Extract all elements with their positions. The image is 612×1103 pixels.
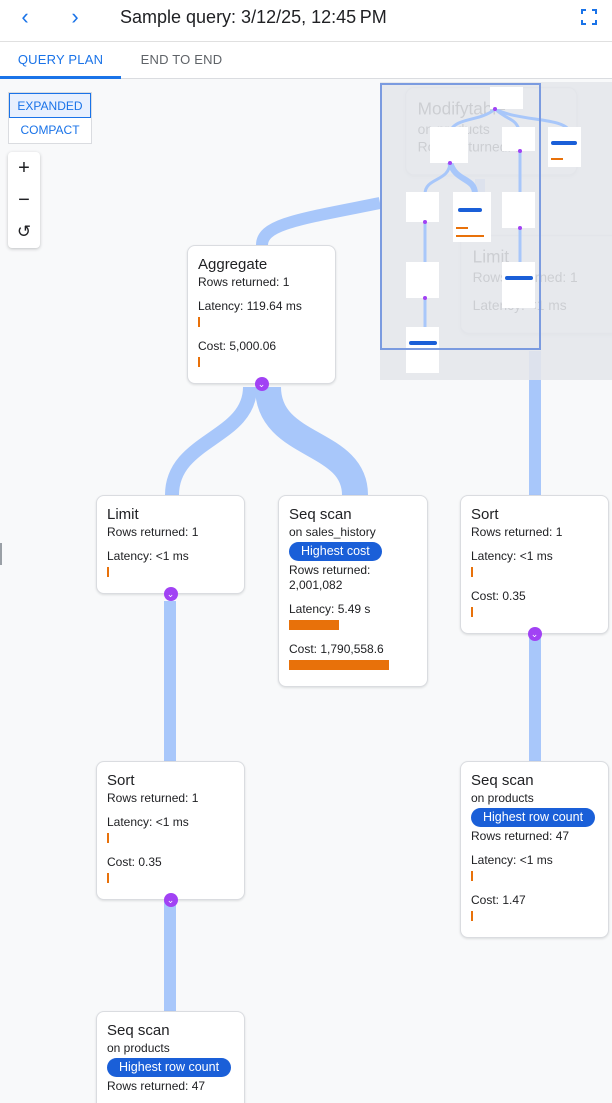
latency-bar — [198, 317, 200, 327]
node-rows: Rows returned: 1 — [471, 525, 563, 539]
node-rows-value: 2,001,082 — [289, 578, 343, 592]
latency-bar — [471, 567, 473, 577]
minimap-graph — [406, 87, 581, 373]
expanded-button[interactable]: EXPANDED — [9, 93, 91, 118]
node-cost: Cost: 1.47 — [471, 893, 526, 907]
node-latency: Latency: <1 ms — [471, 549, 553, 563]
chevron-right-icon[interactable]: › — [71, 4, 79, 29]
cost-bar — [289, 660, 389, 670]
node-rows: Rows returned: — [289, 563, 371, 577]
node-title: Sort — [107, 772, 135, 789]
zoom-out-button[interactable]: − — [18, 189, 30, 211]
node-latency: Latency: 119.64 ms — [198, 299, 302, 313]
tab-bar: QUERY PLAN END TO END — [0, 42, 612, 79]
node-rows: Rows returned: 47 — [107, 1079, 206, 1093]
cost-bar — [107, 873, 109, 883]
node-title: Seq scan — [471, 772, 534, 789]
node-badge: Highest cost — [289, 542, 382, 561]
node-latency: Latency: <1 ms — [107, 815, 189, 829]
edge-aggregate-seqscan — [255, 385, 368, 497]
node-rows: Rows returned: 1 — [198, 275, 290, 289]
latency-bar — [107, 833, 109, 843]
view-toggle: EXPANDED COMPACT — [8, 92, 92, 144]
node-badge: Highest row count — [107, 1058, 232, 1077]
node-latency: Latency: 5.49 s — [289, 602, 371, 616]
node-latency: Latency: <1 ms — [471, 853, 553, 867]
reset-zoom-button[interactable]: ↺ — [16, 222, 32, 241]
node-rows: Rows returned: 47 — [471, 829, 570, 843]
node-cost: Cost: 0.35 — [471, 589, 526, 603]
node-badge: Highest row count — [471, 808, 596, 827]
node-cost: Cost: 0.35 — [107, 855, 162, 869]
node-cost: Cost: 1,790,558.6 — [289, 642, 384, 656]
scrollbar[interactable] — [0, 543, 2, 565]
node-table: on sales_history — [289, 525, 376, 539]
expand-chevron-icon[interactable]: ⌄ — [527, 627, 542, 641]
expand-chevron-icon[interactable]: ⌄ — [163, 893, 178, 907]
edge-aggregate-parent — [256, 197, 382, 246]
node-cost: Cost: 5,000.06 — [198, 339, 277, 353]
edge-aggregate-limit — [165, 386, 257, 496]
tab-query-plan[interactable]: QUERY PLAN — [0, 42, 121, 79]
node-title: Seq scan — [107, 1022, 170, 1039]
node-title: Seq scan — [289, 506, 352, 523]
tab-end-to-end[interactable]: END TO END — [140, 52, 223, 67]
node-rows: Rows returned: 1 — [107, 791, 199, 805]
query-plan-canvas[interactable]: Modifytableon productsRows returned: 1Li… — [0, 79, 612, 1103]
cost-bar — [471, 607, 473, 617]
compact-button[interactable]: COMPACT — [20, 123, 80, 137]
latency-bar — [107, 567, 109, 577]
cost-bar — [198, 357, 200, 367]
page-title: Sample query: 3/12/25, 12:45 PM — [120, 7, 387, 27]
header: ‹ › Sample query: 3/12/25, 12:45 PM — [0, 0, 612, 42]
node-title: Aggregate — [198, 256, 268, 273]
node-title: Limit — [107, 506, 139, 523]
chevron-left-icon[interactable]: ‹ — [21, 4, 29, 29]
node-latency: Latency: <1 ms — [107, 549, 189, 563]
node-table: on products — [107, 1041, 170, 1055]
latency-bar — [289, 620, 339, 630]
node-table: on products — [471, 791, 534, 805]
expand-chevron-icon[interactable]: ⌄ — [254, 377, 269, 391]
zoom-controls: + − ↺ — [8, 152, 40, 248]
node-title: Sort — [471, 506, 499, 523]
cost-bar — [471, 911, 473, 921]
zoom-in-button[interactable]: + — [18, 157, 30, 179]
node-rows: Rows returned: 1 — [107, 525, 199, 539]
expand-chevron-icon[interactable]: ⌄ — [163, 587, 178, 601]
fullscreen-icon[interactable] — [580, 8, 598, 26]
minimap[interactable] — [380, 82, 612, 380]
minimap-viewport[interactable] — [380, 83, 541, 350]
latency-bar — [471, 871, 473, 881]
